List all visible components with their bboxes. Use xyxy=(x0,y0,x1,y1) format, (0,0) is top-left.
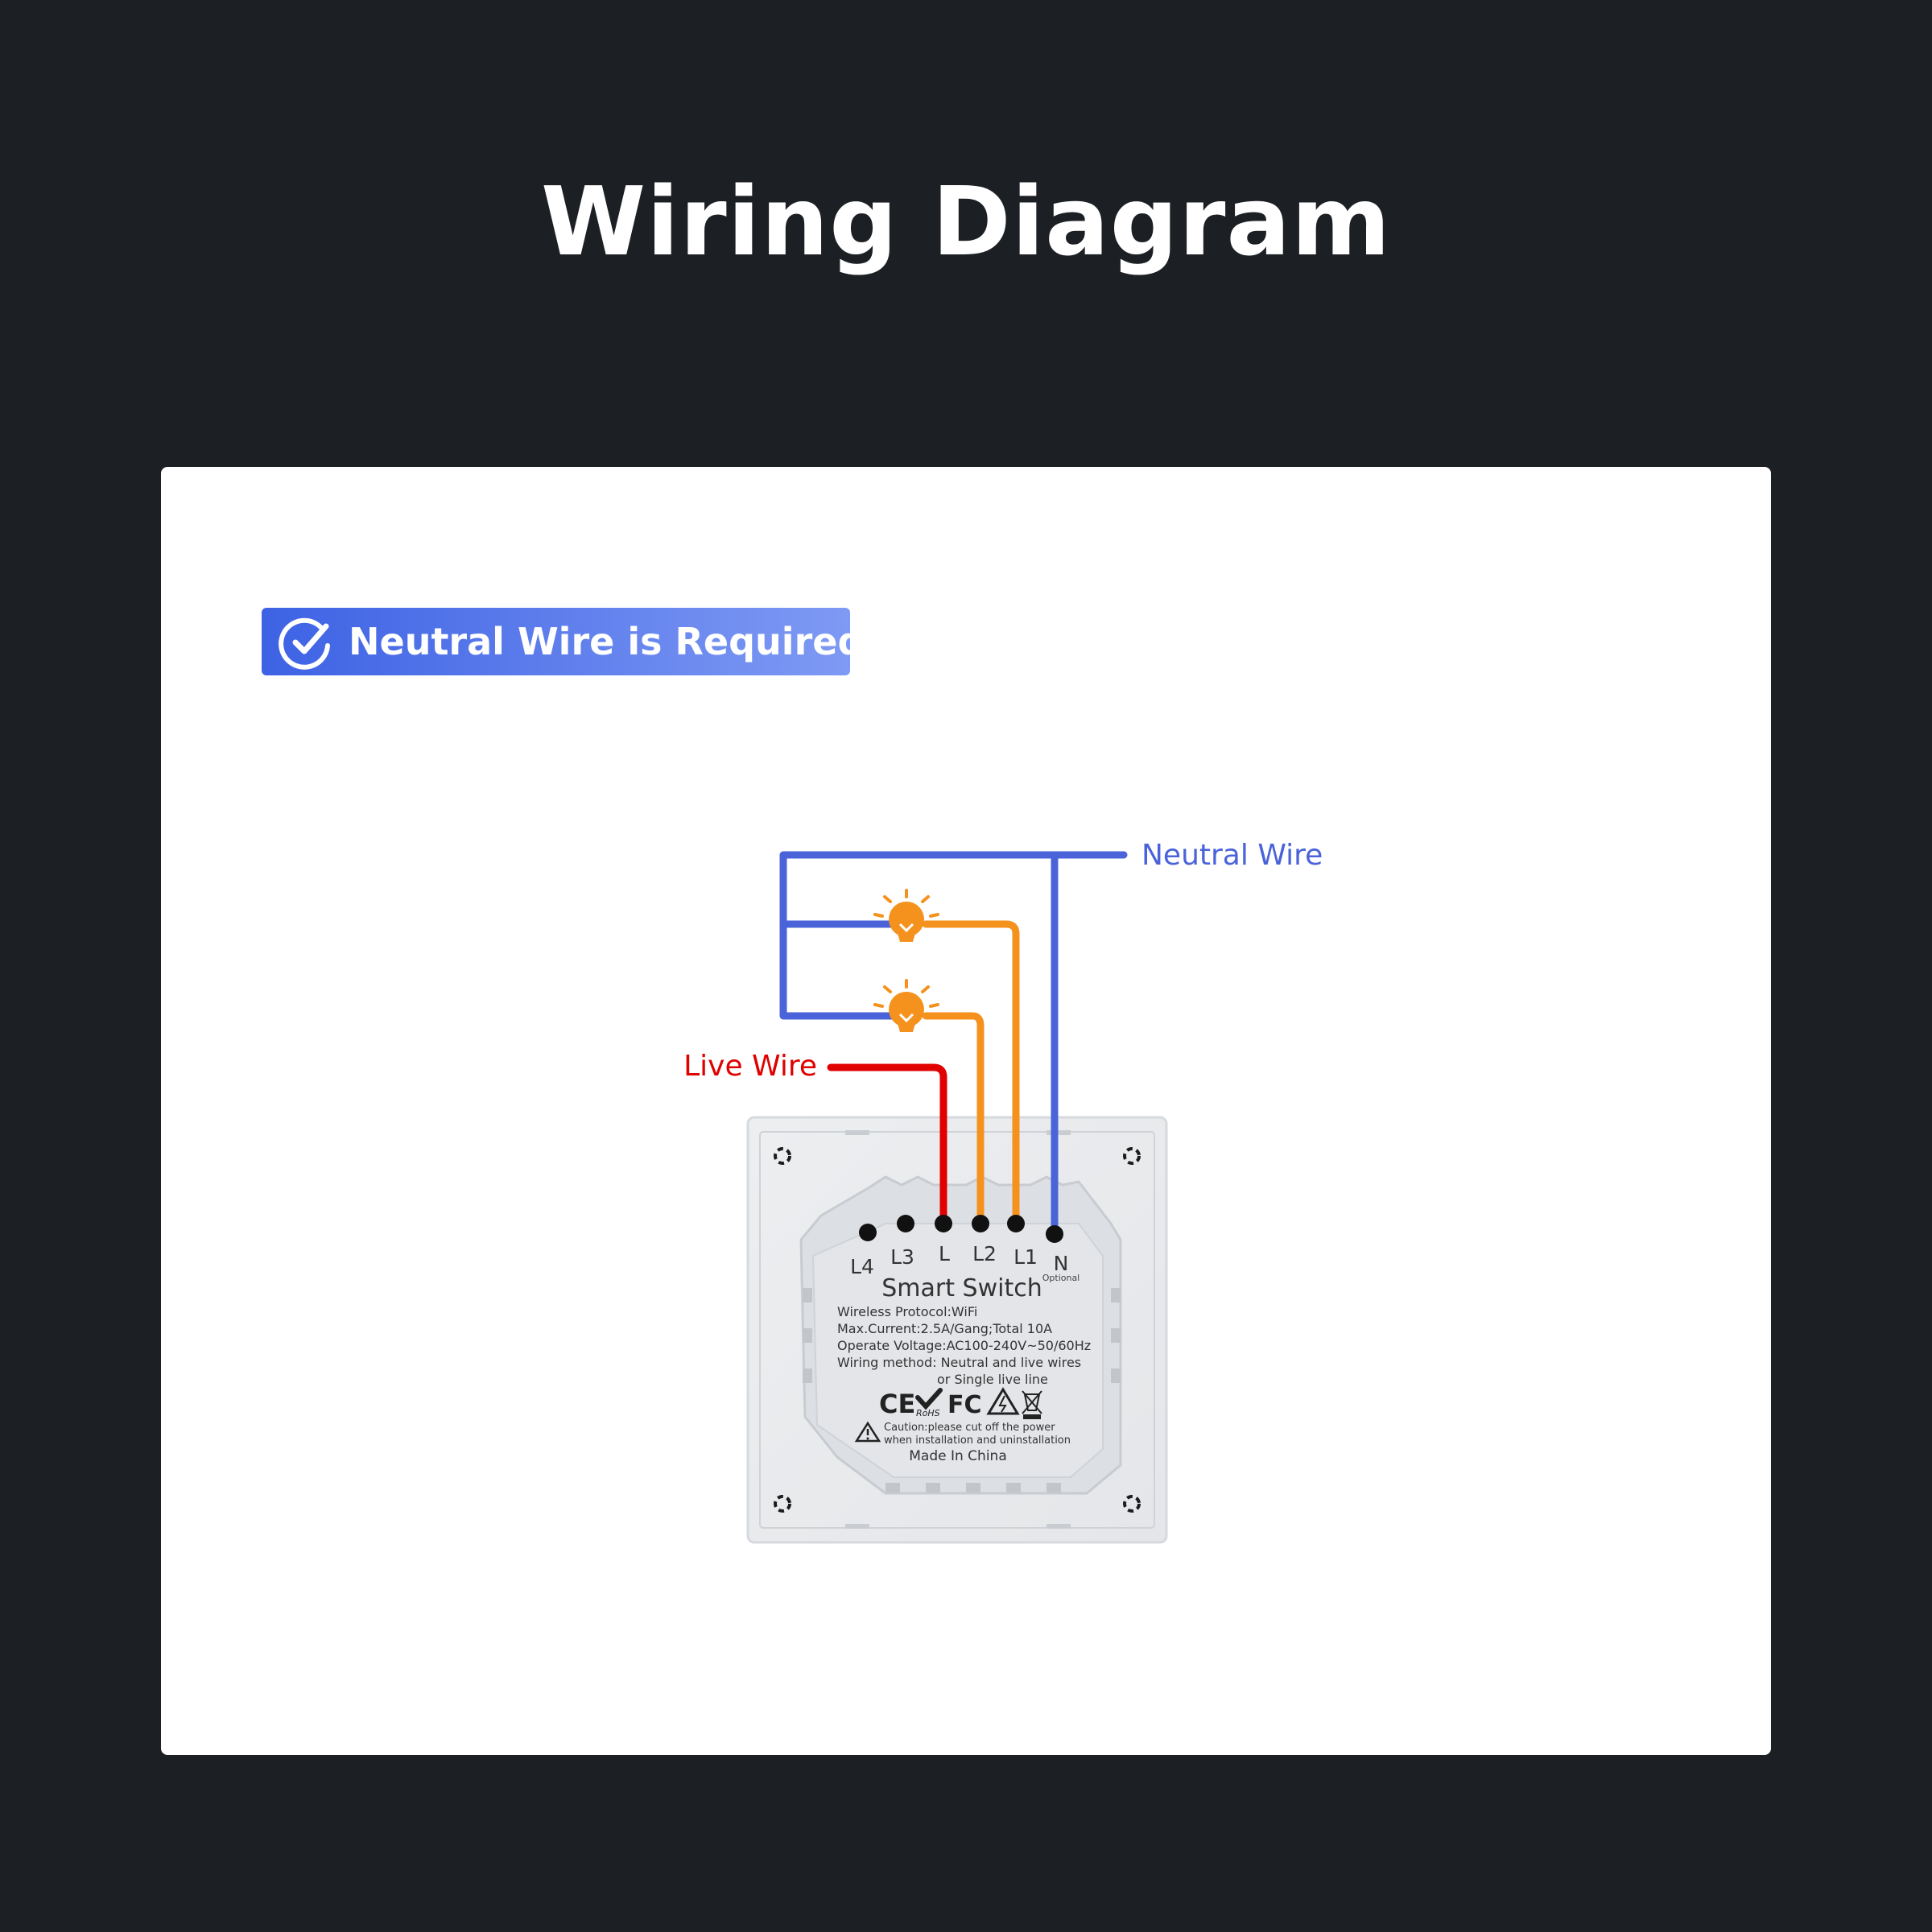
badge-text: Neutral Wire is Required xyxy=(349,620,865,663)
spec-line: Operate Voltage:AC100-240V~50/60Hz xyxy=(837,1338,1091,1353)
spec-line: Wiring method: Neutral and live wires xyxy=(837,1355,1081,1370)
device-name: Smart Switch xyxy=(881,1274,1042,1302)
spec-line: Wireless Protocol:WiFi xyxy=(837,1304,977,1319)
caution-line: Caution:please cut off the power xyxy=(884,1422,1055,1434)
live-wire xyxy=(827,1063,947,1228)
switch-module xyxy=(799,1175,1122,1495)
neutral-wire xyxy=(779,851,1128,1020)
check-circle-icon xyxy=(278,613,334,670)
ce-mark-icon: CE xyxy=(879,1389,915,1419)
terminal-label-l3: L3 xyxy=(890,1245,914,1269)
caution-warning-icon xyxy=(854,1421,881,1443)
rohs-check-icon xyxy=(915,1388,943,1410)
electric-warning-icon xyxy=(986,1387,1020,1415)
rohs-mark: RoHS xyxy=(916,1408,940,1418)
origin-text: Made In China xyxy=(909,1448,1007,1464)
terminal-label-l2: L2 xyxy=(972,1242,997,1265)
screw-mark-icon xyxy=(774,1147,1141,1513)
terminal-hole xyxy=(859,1215,1063,1243)
load-l1-wire xyxy=(922,920,1020,1228)
load-l2-wire xyxy=(922,1012,985,1228)
neutral-wire-label: Neutral Wire xyxy=(1141,839,1323,872)
light-bulb-icon xyxy=(873,979,939,1032)
spec-line: or Single live line xyxy=(937,1372,1048,1387)
terminal-label-l: L xyxy=(939,1242,950,1265)
terminal-label-l4: L4 xyxy=(850,1255,874,1278)
terminal-label-n: N xyxy=(1054,1252,1069,1275)
terminal-note: Optional xyxy=(1042,1273,1080,1283)
certification-marks: CE RoHS FC xyxy=(879,1387,1042,1419)
fcc-mark-icon: FC xyxy=(947,1391,982,1419)
live-wire-label: Live Wire xyxy=(683,1050,817,1083)
light-bulb-icon xyxy=(873,889,939,942)
weee-bin-icon xyxy=(1022,1390,1042,1419)
neutral-required-badge: Neutral Wire is Required xyxy=(262,608,864,675)
spec-line: Max.Current:2.5A/Gang;Total 10A xyxy=(837,1321,1052,1336)
terminal-label-l1: L1 xyxy=(1013,1245,1038,1269)
caution-line: when installation and uninstallation xyxy=(884,1435,1071,1447)
page-title: Wiring Diagram xyxy=(540,166,1392,277)
